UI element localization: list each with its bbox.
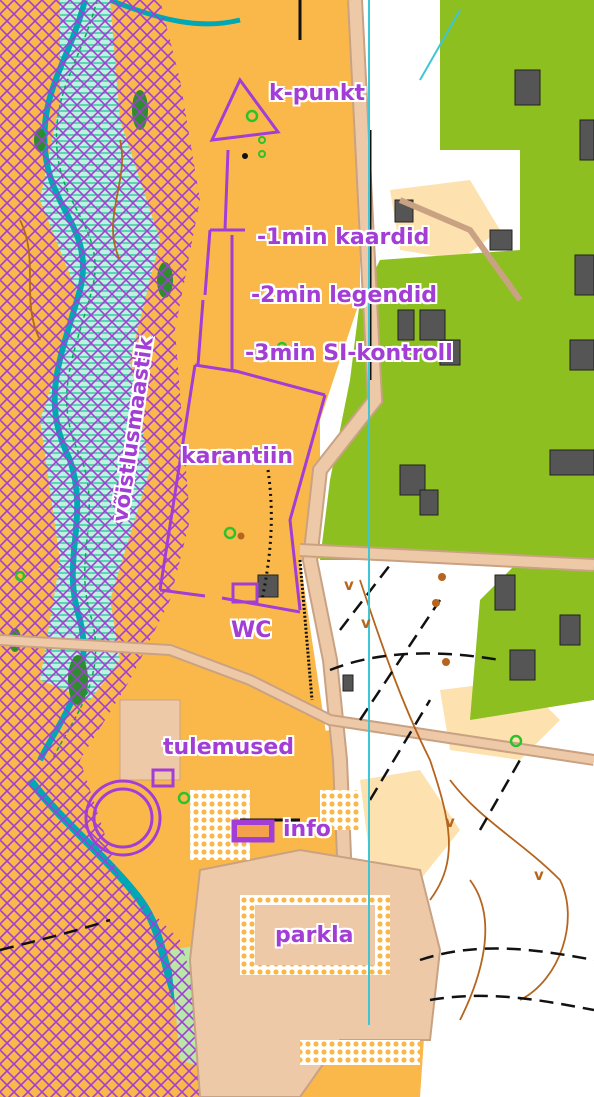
point-features bbox=[14, 109, 523, 805]
settlement-area-2 bbox=[440, 0, 594, 560]
info-tent-inner bbox=[237, 825, 269, 837]
knolls bbox=[237, 532, 450, 666]
rough-open-3 bbox=[360, 770, 460, 880]
v-marks: v v v v bbox=[344, 576, 544, 884]
small-ring-1 bbox=[258, 136, 266, 144]
parking-inner bbox=[255, 905, 375, 965]
parking-dotted-2 bbox=[300, 1040, 420, 1065]
label-tulemused: tulemused bbox=[163, 735, 294, 760]
svg-text:v: v bbox=[361, 614, 371, 632]
open-patch bbox=[280, 730, 340, 800]
label-info: info bbox=[283, 817, 331, 842]
course-overprint bbox=[84, 77, 327, 857]
svg-text:v: v bbox=[534, 866, 544, 884]
label-legendid: -2min legendid bbox=[251, 283, 438, 308]
paths bbox=[0, 564, 594, 1012]
label-k-punkt: k-punkt bbox=[269, 81, 365, 106]
label-karantiin: karantiin bbox=[181, 444, 294, 469]
label-wc: WC bbox=[231, 618, 272, 643]
meridian-lines bbox=[368, 0, 461, 1025]
label-parkla: parkla bbox=[275, 923, 354, 948]
small-feature bbox=[242, 153, 248, 159]
restricted-area bbox=[0, 0, 230, 1097]
contours bbox=[19, 139, 569, 1021]
label-kaardid: -1min kaardid bbox=[257, 225, 430, 250]
svg-text:v: v bbox=[445, 813, 455, 831]
paved-area-west bbox=[119, 699, 181, 781]
small-ring-2 bbox=[258, 150, 266, 158]
label-si-kontroll: -3min SI-kontroll bbox=[245, 341, 453, 366]
svg-text:v: v bbox=[344, 576, 354, 594]
dotted-area-mid bbox=[320, 790, 360, 830]
